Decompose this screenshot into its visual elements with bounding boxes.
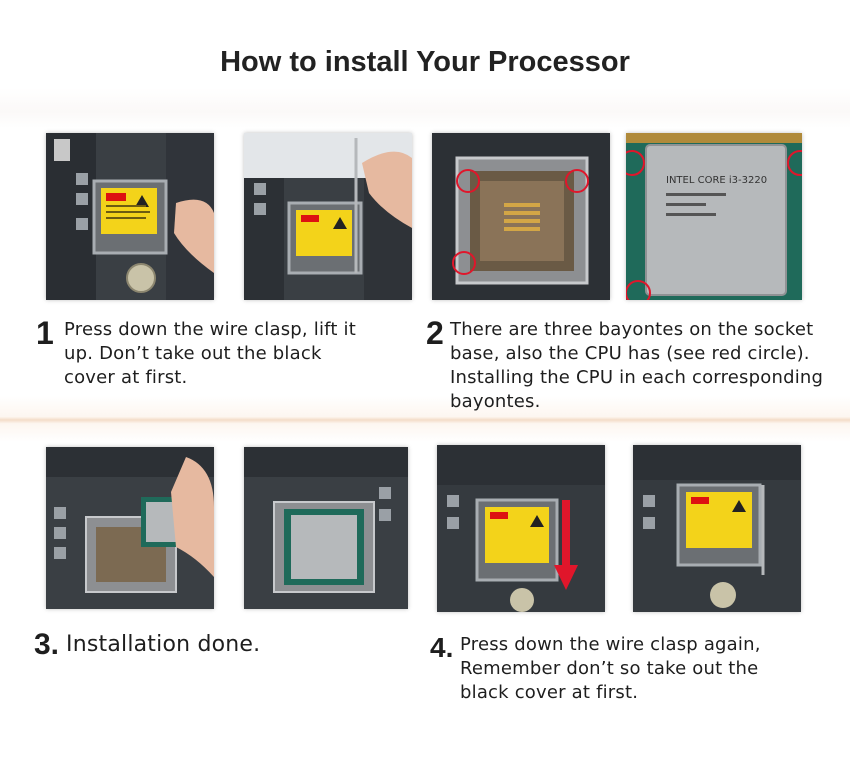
photo-cpu-chip-bayonets: INTEL CORE i3-3220	[626, 133, 802, 300]
photo-lifting-wire-clasp	[244, 133, 412, 300]
step-3: 3. Installation done.	[34, 630, 414, 660]
step-3-number: 3.	[34, 628, 60, 661]
photo-cpu-installed	[244, 447, 408, 609]
photo-socket-with-cover	[46, 133, 214, 300]
step-4-text: Press down the wire clasp again, Remembe…	[460, 634, 761, 703]
cpu-label: INTEL CORE i3-3220	[666, 175, 767, 186]
section-divider-band	[0, 396, 850, 442]
step-4-number: 4.	[430, 632, 454, 663]
step-2-text: There are three bayontes on the socket b…	[450, 319, 824, 412]
step-3-text: Installation done.	[66, 632, 261, 657]
step-1: 1 Press down the wire clasp, lift it up.…	[36, 315, 416, 390]
header-divider-band	[0, 88, 850, 128]
photo-clasp-closed	[633, 445, 801, 612]
step-2-number: 2	[426, 315, 444, 351]
photo-inserting-cpu	[46, 447, 214, 609]
photo-open-socket-bayonets	[432, 133, 610, 300]
step-2: 2 There are three bayontes on the socket…	[426, 315, 846, 414]
page-title: How to install Your Processor	[220, 46, 630, 78]
photo-press-down-clasp	[437, 445, 605, 612]
step-1-text: Press down the wire clasp, lift it up. D…	[64, 319, 357, 388]
step-4: 4. Press down the wire clasp again, Reme…	[430, 633, 830, 705]
step-1-number: 1	[36, 315, 54, 351]
